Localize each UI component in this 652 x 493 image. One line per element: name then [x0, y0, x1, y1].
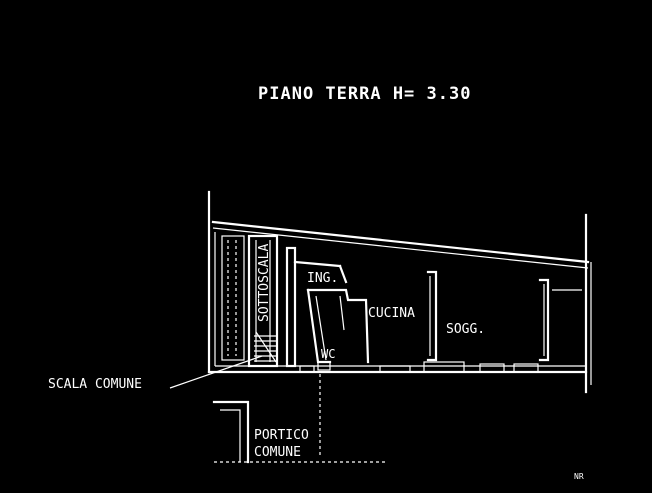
stair-area — [247, 234, 279, 368]
room-label-ingresso: ING. — [307, 271, 338, 286]
room-label-cucina: CUCINA — [368, 306, 415, 321]
portico-outline — [212, 374, 386, 464]
label-portico-line1: PORTICO — [254, 428, 309, 443]
stair-treads — [254, 331, 277, 363]
room-label-sottoscala: SOTTOSCALA — [257, 244, 272, 322]
room-label-wc: WC — [321, 347, 335, 361]
corner-mark: NR — [574, 472, 584, 481]
interior-walls — [285, 246, 582, 371]
label-scala-comune: SCALA COMUNE — [48, 377, 142, 392]
room-label-soggiorno: SOGG. — [446, 322, 485, 337]
label-portico-line2: COMUNE — [254, 445, 301, 460]
left-wall-block — [221, 235, 245, 361]
plan-title: PIANO TERRA H= 3.30 — [258, 84, 471, 104]
scala-comune-leader — [169, 355, 263, 389]
bottom-windows — [299, 361, 539, 373]
